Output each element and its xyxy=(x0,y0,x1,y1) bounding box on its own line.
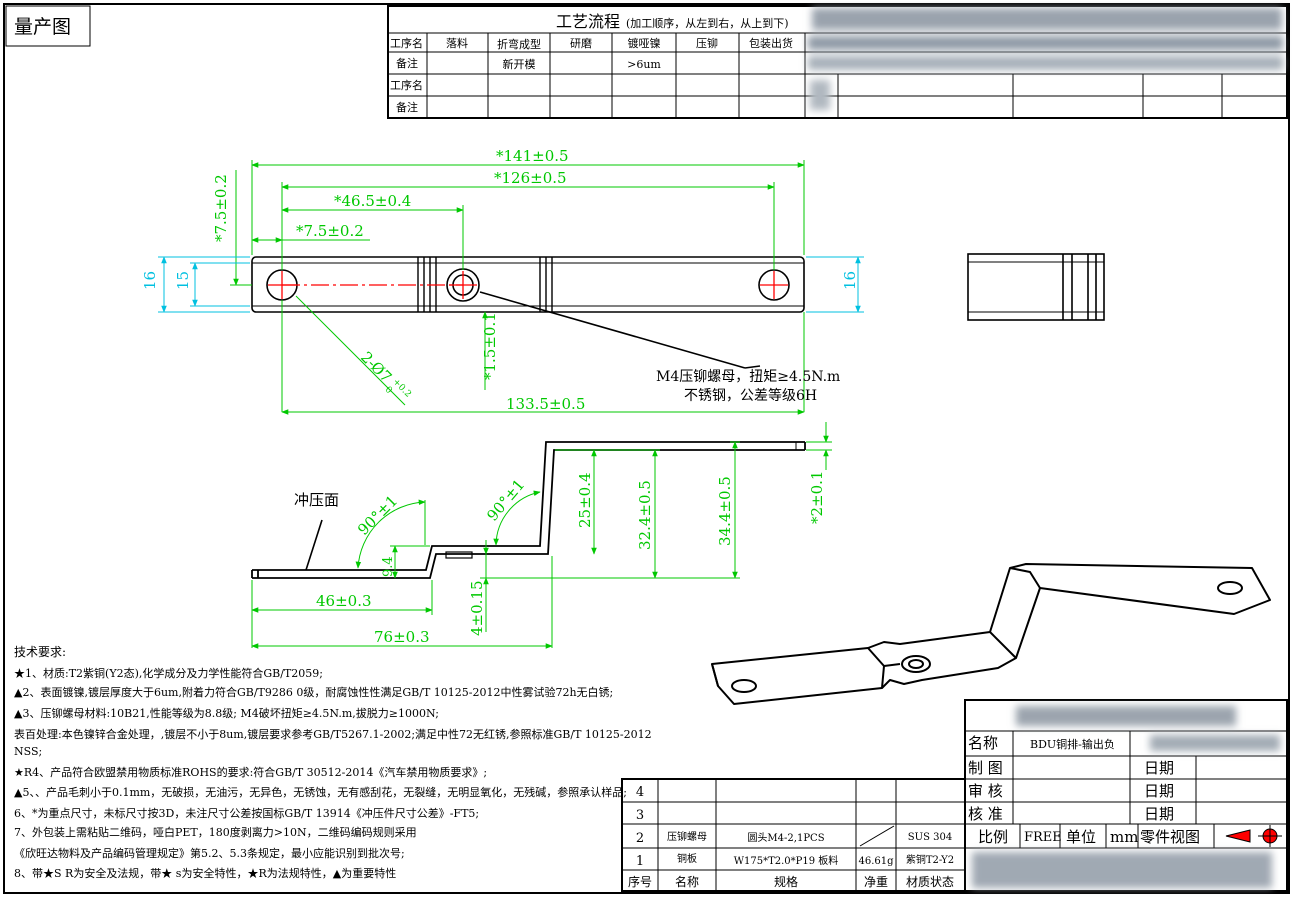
dim-width-inner: 15 xyxy=(174,271,192,290)
dim-bend-angle-2: 90°±1 xyxy=(483,476,528,525)
dim-bend-angle-1: 90°±1 xyxy=(354,492,401,539)
nut-callout-leader xyxy=(479,291,746,369)
process-title-note: (加工顺序，从左到右，从上到下) xyxy=(626,16,789,30)
bom-row-no: 4 xyxy=(636,785,644,800)
title-name-value: BDU铜排-输出负 xyxy=(1030,737,1115,751)
title-name-label: 名称 xyxy=(968,734,998,752)
tech-line: 表百处理:本色镍锌合金处理，,镀层不小于8um,镀层要求参考GB/T5267.1… xyxy=(14,727,652,741)
redacted-process-area xyxy=(808,8,1283,110)
dim-bottom-span: 133.5±0.5 xyxy=(506,395,585,413)
tech-line: 6、*为重点尺寸，未标尺寸按3D，未注尺寸公差按国标GB/T 13914《冲压件… xyxy=(14,806,479,820)
tech-requirements: 技术要求: ★1、材质:T2紫铜(Y2态),化学成分及力学性能符合GB/T205… xyxy=(14,645,652,880)
press-face-label: 冲压面 xyxy=(294,491,339,509)
process-row-label-4: 备注 xyxy=(396,100,418,114)
sheet-border xyxy=(3,3,1290,894)
tech-line: 7、外包装上需粘贴二维码，哑白PET，180度剥离力>10N，二维码编码规则采用 xyxy=(14,825,417,839)
bom-row-name: 压铆螺母 xyxy=(667,830,707,843)
process-table xyxy=(387,5,1288,119)
tech-heading: 技术要求: xyxy=(14,645,66,659)
dim-flat-76: 76±0.3 xyxy=(374,628,430,646)
process-step: 研磨 xyxy=(570,37,592,50)
bom-row-material: 紫铜T2-Y2 xyxy=(906,854,954,866)
title-scale-value: FREE xyxy=(1024,830,1062,845)
dim-hole-span: *126±0.5 xyxy=(494,169,567,187)
dim-step-height: 9.4 xyxy=(381,556,396,577)
title-date-label: 日期 xyxy=(1144,782,1174,800)
bom-header-name: 名称 xyxy=(675,874,699,889)
tech-line: ★R4、产品符合欧盟禁用物质标准ROHS的要求:符合GB/T 30512-201… xyxy=(14,765,487,779)
nut-callout-line-2: 不锈钢，公差等级6H xyxy=(684,387,817,404)
bom-row-no: 2 xyxy=(636,831,644,846)
end-view-part xyxy=(967,253,1105,321)
bom-row-material: SUS 304 xyxy=(908,832,952,843)
dim-hole-pitch: *46.5±0.4 xyxy=(334,192,411,210)
process-step: 折弯成型 xyxy=(497,37,541,51)
process-step: 落料 xyxy=(446,36,468,50)
bom-row-spec: 圆头M4-2,1PCS xyxy=(747,832,824,844)
title-checked-label: 审 核 xyxy=(968,782,1003,800)
title-unit-label: 单位 xyxy=(1066,828,1096,846)
dim-flat-46: 46±0.3 xyxy=(316,592,372,610)
title-drawn-label: 制 图 xyxy=(968,759,1003,777)
dim-overall-length: *141±0.5 xyxy=(496,147,569,165)
stamp-box xyxy=(5,5,91,47)
process-note: 新开模 xyxy=(503,57,536,71)
dim-width-right: 16 xyxy=(841,271,859,290)
bom-row-name: 铜板 xyxy=(677,852,697,865)
press-face-leader xyxy=(305,519,323,571)
title-approved-label: 核 准 xyxy=(968,805,1003,823)
process-row-label-1: 工序名 xyxy=(390,36,423,50)
side-view-dimension-lines xyxy=(251,422,832,649)
dim-rise-34: 34.4±0.5 xyxy=(716,476,734,546)
tech-line: 《欣旺达物料及产品编码管理规定》第5.2、5.3条规定，最小应能识别到批次号; xyxy=(14,846,405,860)
dim-width-left: 16 xyxy=(141,271,159,290)
process-row-label-3: 工序名 xyxy=(390,78,423,92)
dim-thickness: *2±0.1 xyxy=(808,471,826,524)
process-step: 镀哑镍 xyxy=(628,36,661,50)
title-block xyxy=(964,699,1288,892)
process-step: 包装出货 xyxy=(749,36,793,50)
nut-callout-line-1: M4压铆螺母，扭矩≥4.5N.m xyxy=(656,369,840,385)
title-date-label: 日期 xyxy=(1144,805,1174,823)
bom-row-weight: 46.61g xyxy=(858,856,894,867)
process-row-label-2: 备注 xyxy=(396,56,418,70)
title-unit-value: mm xyxy=(1110,828,1138,846)
dim-hole-diameter: 2- Ø7 +0.2 0 xyxy=(357,348,413,400)
dim-step-4: 4±0.15 xyxy=(468,580,486,636)
redacted-title-area xyxy=(972,706,1280,888)
center-lines xyxy=(268,271,788,299)
dim-rise-32: 32.4±0.5 xyxy=(636,480,654,550)
process-step: 压铆 xyxy=(696,36,718,50)
bom-row-no: 3 xyxy=(636,808,644,823)
dim-hole-offset-y: *7.5±0.2 xyxy=(212,174,230,242)
bom-row-spec: W175*T2.0*P19 板料 xyxy=(734,854,839,867)
tech-line: ★1、材质:T2紫铜(Y2态),化学成分及力学性能符合GB/T2059; xyxy=(14,666,323,680)
bom-header-weight: 净重 xyxy=(864,875,888,889)
tech-line: NSS; xyxy=(14,745,42,758)
title-date-label: 日期 xyxy=(1144,759,1174,777)
bom-header-no: 序号 xyxy=(628,874,652,889)
stamp-label: 量产图 xyxy=(14,16,71,38)
title-view-label: 零件视图 xyxy=(1140,828,1200,846)
process-note: >6um xyxy=(627,58,661,71)
projection-symbol-icon xyxy=(1225,825,1282,847)
dim-hole-offset-x: *7.5±0.2 xyxy=(296,222,364,240)
top-view-dimension-lines xyxy=(158,160,864,415)
dim-nut-offset: *1.5±0.1 xyxy=(481,312,499,380)
tech-line: ▲5、、产品毛刺小于0.1mm，无破损，无油污，无异色，无锈蚀，无有感刮花，无裂… xyxy=(14,785,627,799)
tech-line: ▲2、表面镀镍,镀层厚度大于6um,附着力符合GB/T9286 0级，耐腐蚀性性… xyxy=(14,685,613,699)
tech-line: ▲3、压铆螺母材料:10B21,性能等级为8.8级; M4破坏扭矩≥4.5N.m… xyxy=(14,706,439,720)
svg-text:0: 0 xyxy=(383,385,394,396)
bom-header-spec: 规格 xyxy=(774,874,798,889)
isometric-view-part xyxy=(711,563,1271,705)
bom-header-material: 材质状态 xyxy=(906,875,954,889)
process-title: 工艺流程 xyxy=(556,12,620,31)
bom-row-no: 1 xyxy=(636,854,644,869)
dim-rise-25: 25±0.4 xyxy=(576,472,594,528)
title-scale-label: 比例 xyxy=(978,828,1008,846)
tech-line: 8、带★S R为安全及法规，带★ s为安全特性，★R为法规特性，▲为重要特性 xyxy=(14,866,396,880)
